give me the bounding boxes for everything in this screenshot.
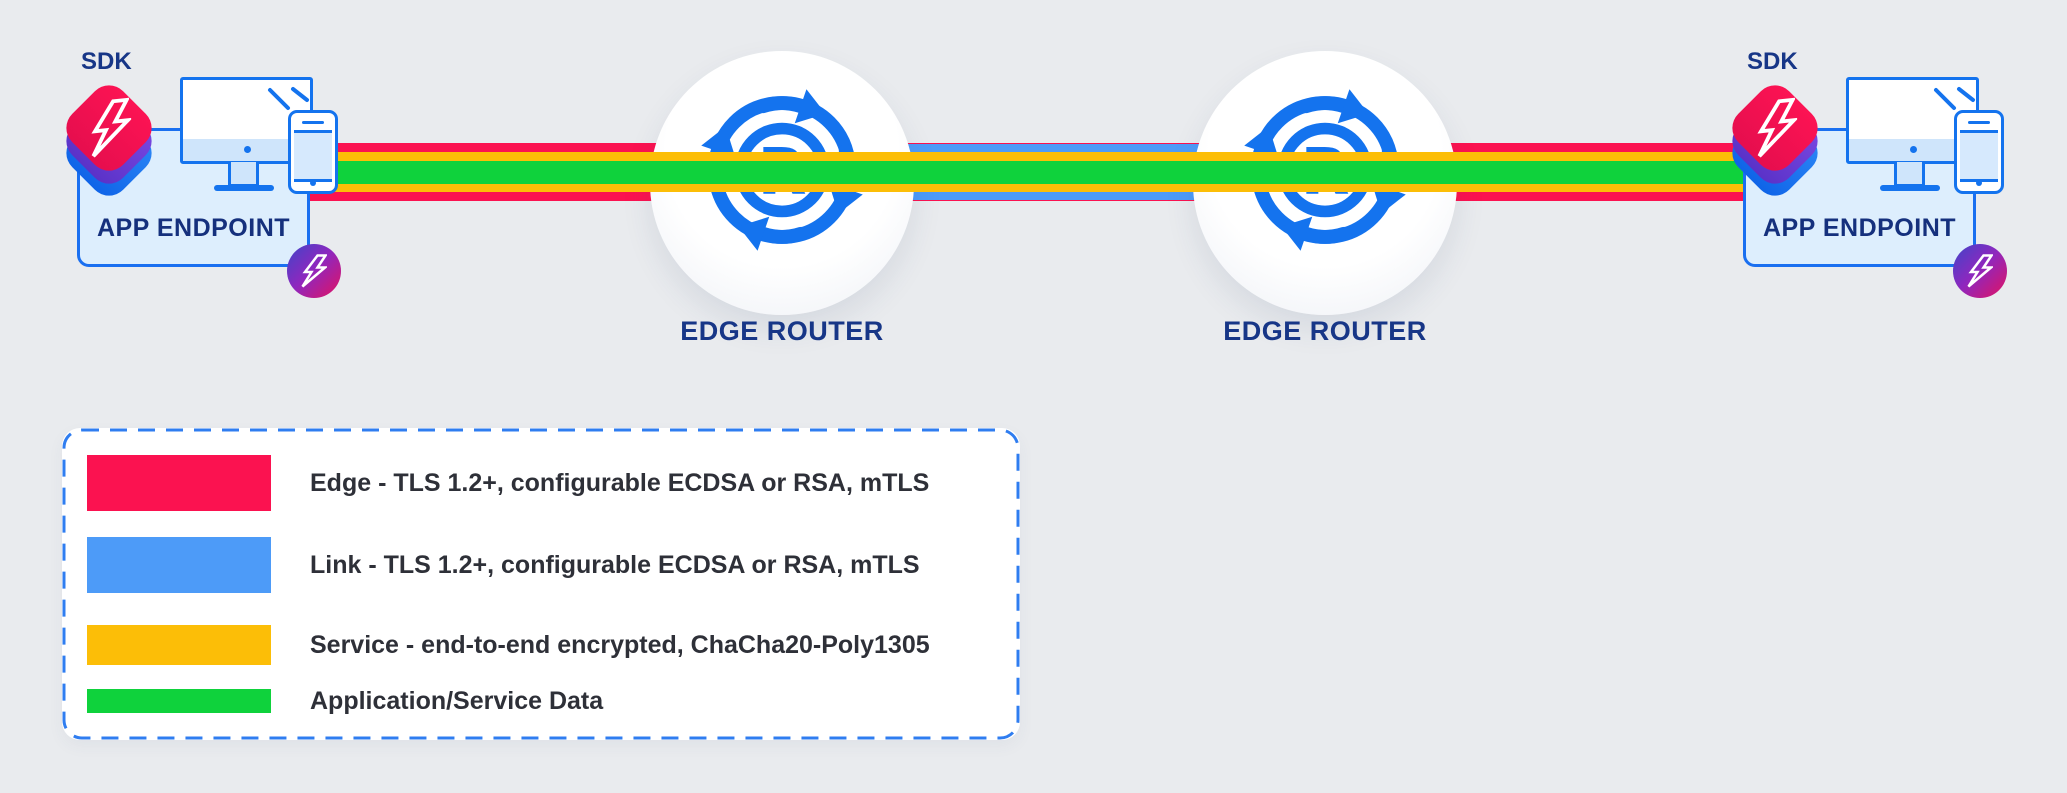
phone-speaker (302, 121, 324, 124)
service-channel-stripe-bottom (300, 184, 1748, 192)
legend-dashed-border (62, 428, 1020, 740)
app-endpoint-left: SDK APP ENDPOINT (47, 40, 347, 310)
phone-home-button (1976, 180, 1982, 186)
signal-flare-icon (268, 87, 309, 110)
application-data-stripe (300, 161, 1748, 184)
edge-router-left-label: EDGE ROUTER (680, 316, 884, 346)
service-channel-stripe-top (300, 152, 1748, 161)
link-channel-stripe-bottom (782, 192, 1325, 200)
phone-screen (294, 130, 332, 182)
legend-label-edge: Edge - TLS 1.2+, configurable ECDSA or R… (310, 469, 930, 497)
signal-flare-icon (1934, 87, 1975, 110)
monitor-button (243, 146, 251, 153)
monitor-base (214, 185, 274, 191)
ziti-bolt-badge-icon (1953, 244, 2007, 298)
ziti-lightning-bolt-icon (91, 97, 133, 158)
legend-label-data: Application/Service Data (310, 687, 604, 715)
phone-speaker (1968, 121, 1990, 124)
monitor-base (1880, 185, 1940, 191)
legend-label-link: Link - TLS 1.2+, configurable ECDSA or R… (310, 551, 920, 579)
smartphone-icon (1954, 110, 2004, 194)
ziti-lightning-bolt-icon (301, 254, 327, 288)
legend-swatch-link (87, 537, 271, 593)
sdk-label: SDK (81, 48, 132, 75)
app-endpoint-right: SDK APP ENDPOINT (1713, 40, 2013, 310)
legend-swatch-edge (87, 455, 271, 511)
smartphone-icon (288, 110, 338, 194)
sdk-label: SDK (1747, 48, 1798, 75)
ziti-lightning-bolt-icon (1757, 97, 1799, 158)
edge-router-right-label: EDGE ROUTER (1223, 316, 1427, 346)
legend-swatch-data (87, 689, 271, 713)
legend-label-service: Service - end-to-end encrypted, ChaCha20… (310, 631, 930, 659)
legend-swatch-service (87, 625, 271, 665)
endpoint-label: APP ENDPOINT (1762, 214, 1957, 242)
ziti-bolt-badge-icon (287, 244, 341, 298)
phone-screen (1960, 130, 1998, 182)
endpoint-label: APP ENDPOINT (96, 214, 291, 242)
monitor-stand (1894, 162, 1925, 187)
legend: Edge - TLS 1.2+, configurable ECDSA or R… (62, 428, 1020, 740)
link-channel-stripe-top (782, 144, 1325, 152)
monitor-stand (228, 162, 259, 187)
monitor-button (1909, 146, 1917, 153)
phone-home-button (310, 180, 316, 186)
ziti-lightning-bolt-icon (1967, 254, 1993, 288)
